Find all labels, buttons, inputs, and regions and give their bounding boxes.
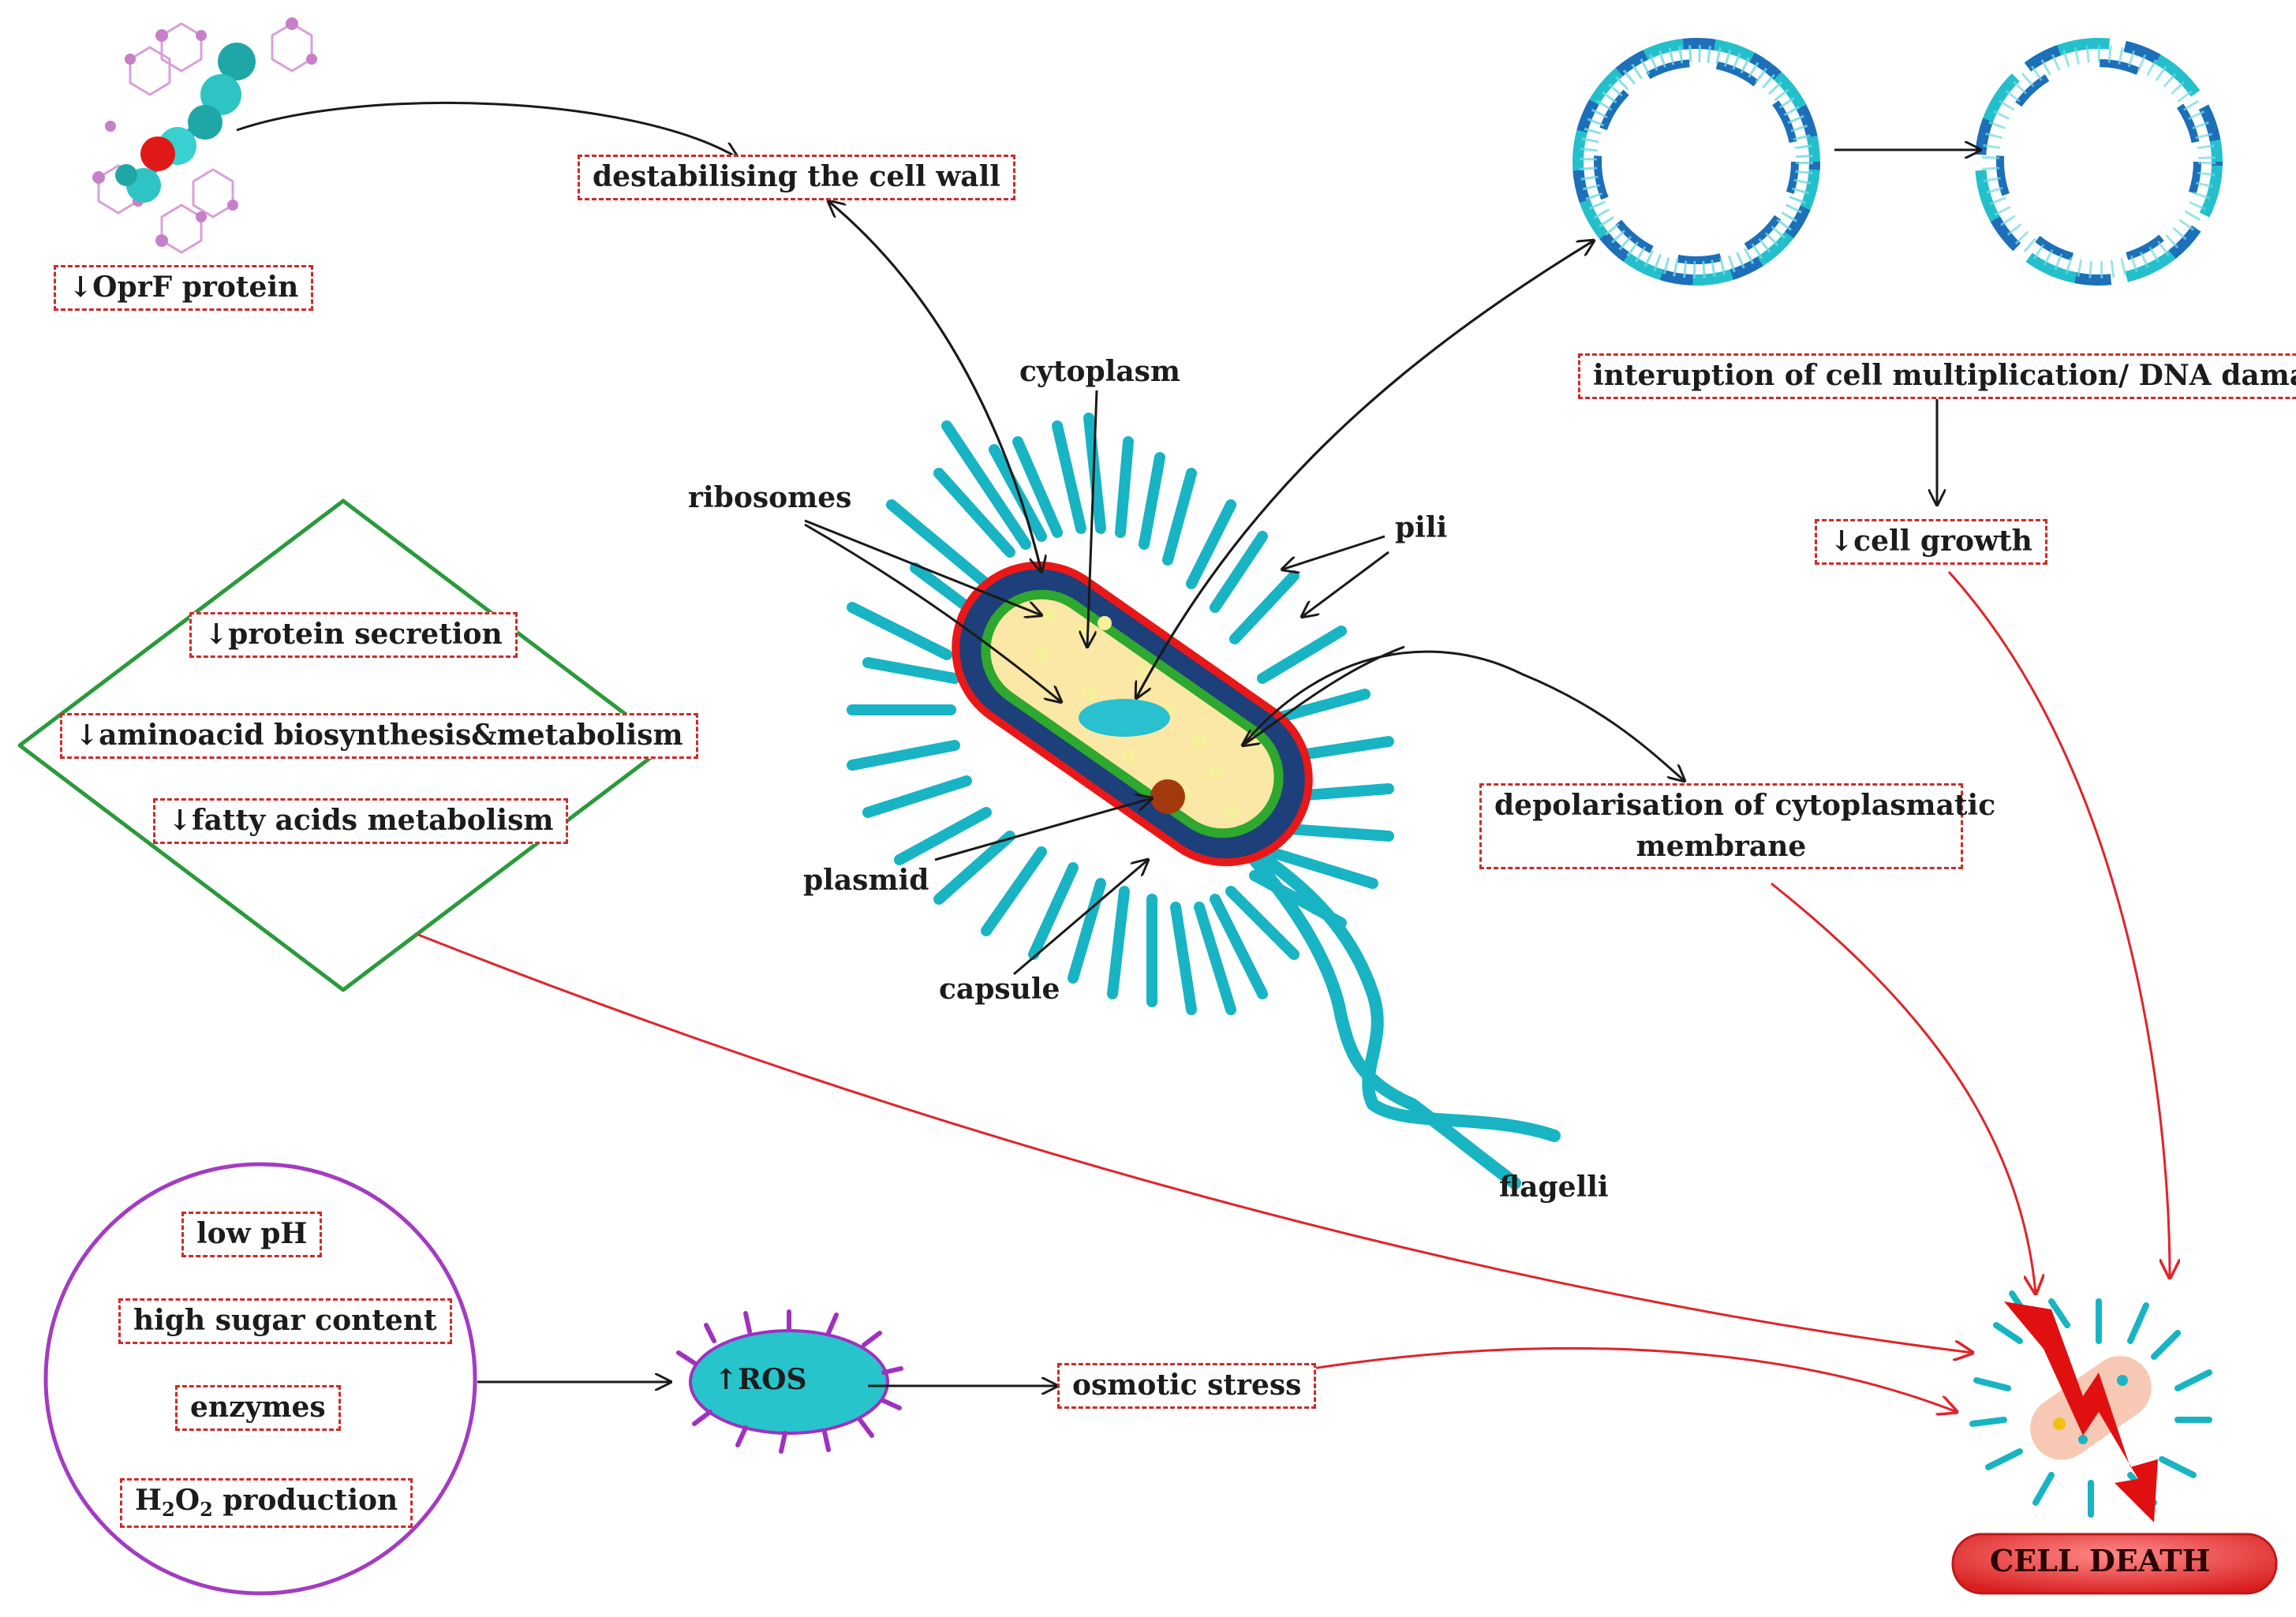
osmotic-stress-label: osmotic stress <box>1057 1363 1317 1409</box>
molecule-icon <box>92 17 317 254</box>
h2o2-sub-1: 2 <box>162 1498 175 1522</box>
arrow-ribosomes-pointer-2 <box>804 523 1061 702</box>
depolarisation-line1: depolarisation of cytoplasmatic <box>1494 789 1996 822</box>
arrow-depolarisation-to-death <box>1771 882 2036 1294</box>
arrow-membrane-back <box>1243 645 1405 745</box>
arrow-cytoplasm-pointer <box>1087 390 1098 647</box>
high-sugar-label: high sugar content <box>118 1298 452 1344</box>
h2o2-o: O <box>174 1484 200 1517</box>
arrow-ribosomes-pointer-1 <box>804 519 1041 615</box>
pili-label: pili <box>1395 511 1448 544</box>
arrow-membrane-to-depolarisation <box>1241 650 1685 781</box>
plasmid-label: plasmid <box>803 864 929 897</box>
arrow-nucleoid-to-dna <box>1135 241 1594 699</box>
h2o2-sub-2: 2 <box>200 1498 213 1522</box>
arrow-capsule-pointer <box>1013 860 1148 976</box>
arrow-pili-pointer-2 <box>1302 551 1389 617</box>
fatty-acids-label: ↓fatty acids metabolism <box>153 798 569 844</box>
dna-damage-label: interuption of cell multiplication/ DNA … <box>1578 353 2296 399</box>
ribosomes-label: ribosomes <box>688 481 852 514</box>
cell-growth-label: ↓cell growth <box>1815 519 2047 565</box>
arrow-molecule-to-cell-wall <box>236 101 738 158</box>
plasmid-dot <box>1150 779 1185 814</box>
h2o2-label: H2O2 production <box>120 1478 413 1528</box>
protein-secretion-label: ↓protein secretion <box>189 612 518 658</box>
depolarisation-line2: membrane <box>1636 829 1807 863</box>
purple-circle <box>43 1162 477 1596</box>
aminoacid-label: ↓aminoacid biosynthesis&metabolism <box>60 713 698 759</box>
ros-label: ↑ROS <box>714 1363 807 1396</box>
nucleoid <box>1079 699 1170 737</box>
green-diamond <box>17 499 669 992</box>
dna-ring-broken-icon <box>1975 38 2223 286</box>
arrow-dna-to-nucleoid <box>1136 239 1595 698</box>
enzymes-label: enzymes <box>175 1385 341 1431</box>
cell-death-label: CELL DEATH <box>1990 1543 2211 1578</box>
arrow-pili-pointer-1 <box>1282 535 1385 569</box>
flagelli-label: flagelli <box>1499 1171 1609 1204</box>
cell-wall-label: destabilising the cell wall <box>578 155 1015 200</box>
oprf-label: ↓OprF protein <box>54 265 314 311</box>
depolarisation-label: depolarisation of cytoplasmatic membrane <box>1479 783 1996 870</box>
arrow-growth-to-death <box>1947 570 2170 1278</box>
bacterium-icon <box>847 413 1561 1189</box>
arrow-plasmid-pointer <box>934 798 1152 861</box>
arrow-cell-wall-to-bacterium <box>828 200 1041 572</box>
ros-particle-icon <box>676 1309 903 1454</box>
lightning-bolt-icon <box>2004 1301 2158 1522</box>
h2o2-rest: production <box>212 1484 398 1517</box>
arrow-osmotic-to-death <box>1301 1346 1957 1412</box>
h2o2-h: H <box>135 1484 163 1517</box>
capsule-label: capsule <box>939 973 1060 1006</box>
cell-death-bar <box>1951 1533 2278 1595</box>
cytoplasm-label: cytoplasm <box>1019 355 1181 388</box>
low-ph-label: low pH <box>181 1212 323 1257</box>
dna-ring-icon <box>1572 38 1820 286</box>
arrow-diamond-to-death <box>417 933 1973 1353</box>
